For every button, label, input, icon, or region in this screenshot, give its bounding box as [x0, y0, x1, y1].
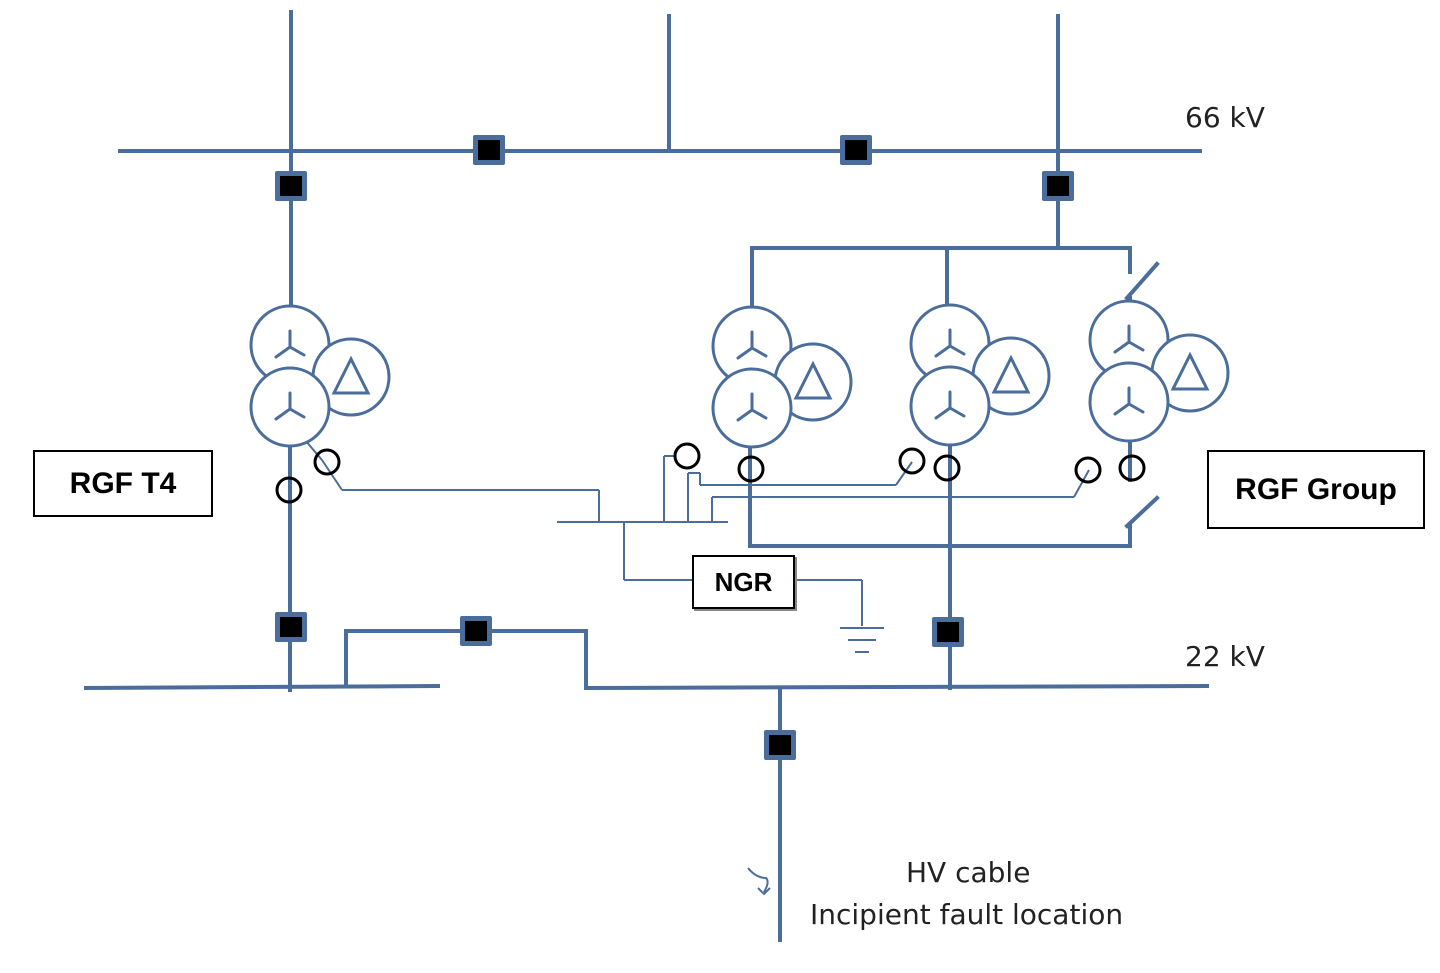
bus-22kv [83, 629, 1210, 691]
transformer-group-1 [711, 305, 853, 449]
breakers [275, 135, 1074, 760]
circuit-breaker-icon [275, 612, 307, 642]
wye-symbol [934, 390, 966, 420]
circuit-breaker-icon [764, 730, 796, 760]
circuit-breaker-icon [473, 135, 505, 165]
bus-22kv-label: 22 kV [1185, 640, 1265, 673]
current-transformers [275, 442, 1146, 504]
current-transformer-icon [1074, 456, 1102, 484]
current-transformer-icon [737, 455, 765, 483]
current-transformer-icon [313, 448, 341, 476]
fault-location-label: Incipient fault location [810, 898, 1123, 931]
ngr-box: NGR [692, 555, 795, 609]
bus-66kv [118, 10, 1202, 153]
current-transformer-icon [275, 476, 303, 504]
delta-symbol [991, 354, 1031, 394]
rgf-t4-box: RGF T4 [33, 450, 213, 517]
circuit-breaker-icon [1042, 171, 1074, 201]
transformer-group-3 [1088, 299, 1230, 443]
group-hv-branch [750, 149, 1160, 314]
wye-symbol [274, 329, 306, 359]
current-transformer-icon [933, 454, 961, 482]
circuit-breaker-icon [840, 135, 872, 165]
group-lv-branch [748, 432, 1160, 690]
wye-symbol [934, 328, 966, 358]
wye-symbol [1113, 324, 1145, 354]
hv-cable-feeder [747, 686, 782, 942]
bus-66kv-label: 66 kV [1185, 101, 1265, 134]
delta-symbol [1170, 351, 1210, 391]
transformers [249, 299, 1230, 449]
wye-symbol [736, 330, 768, 360]
earth-ground-icon [840, 627, 884, 653]
circuit-breaker-icon [275, 171, 307, 201]
hv-cable-label: HV cable [906, 856, 1030, 889]
wye-symbol [1113, 386, 1145, 416]
delta-symbol [331, 355, 371, 395]
current-transformer-icon [1118, 454, 1146, 482]
wye-symbol [736, 392, 768, 422]
circuit-breaker-icon [932, 617, 964, 647]
current-transformer-icon [673, 442, 701, 470]
rgf-group-box: RGF Group [1207, 450, 1425, 529]
circuit-breaker-icon [460, 616, 492, 646]
delta-symbol [793, 360, 833, 400]
transformer-t4 [249, 304, 391, 448]
current-transformer-icon [898, 447, 926, 475]
wye-symbol [274, 391, 306, 421]
transformer-group-2 [909, 303, 1051, 447]
